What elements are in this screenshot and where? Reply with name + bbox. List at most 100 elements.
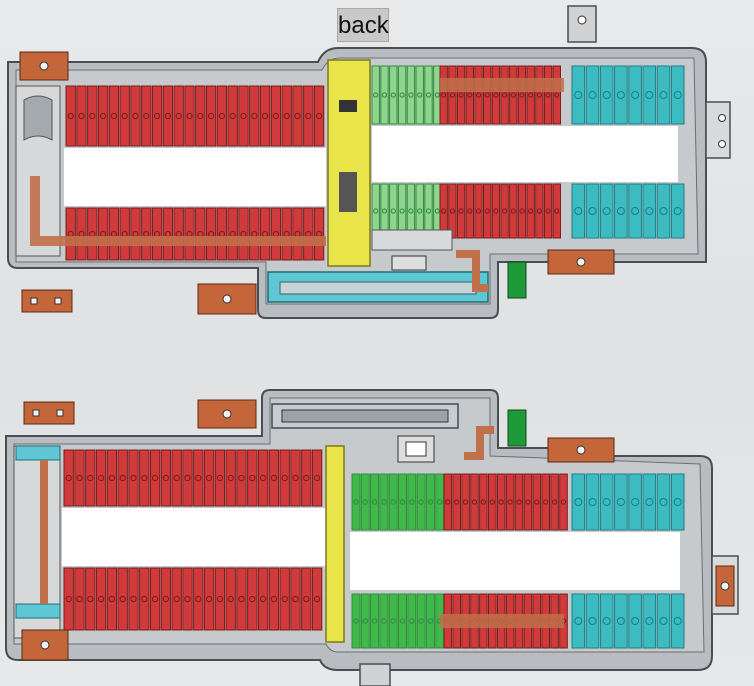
cell-terminal [78,112,85,120]
cell [407,473,417,531]
cell-terminal [294,112,301,120]
cell-terminal [313,595,321,603]
cell-terminal [162,595,170,603]
cell-terminal [141,595,148,603]
upper-right-gap [372,126,678,182]
cell-terminal [164,112,172,120]
cell [203,567,215,631]
cell-terminal [99,112,107,120]
cell [424,65,433,125]
lower-cyan-module [571,473,685,649]
cell [87,85,98,147]
cell-terminal [162,474,170,482]
cell [106,449,118,507]
cell [130,85,141,147]
cell [97,85,109,147]
cell-terminal [173,474,180,482]
cell [456,65,466,125]
cell [509,183,518,239]
cell-terminal [673,206,682,216]
cell-terminal [408,92,414,98]
cell [117,567,128,631]
cell [642,593,657,649]
cell-terminal [97,595,105,603]
upper-busbar [440,78,564,92]
cell-terminal [249,595,256,603]
cell-terminal [270,474,278,482]
cell-terminal [272,112,280,120]
upper-cyan-module [571,65,685,239]
cell [216,85,228,147]
cell-terminal [425,92,432,98]
cell [301,449,312,507]
cell-terminal [399,499,406,505]
upper-bottom-left-bracket [21,289,73,313]
bolt-hole [39,61,49,71]
cell [139,449,150,507]
cell [85,449,96,507]
cell-terminal [399,618,406,624]
cell-terminal [441,208,447,214]
cell [227,207,238,261]
cell [670,473,685,531]
cell-terminal [645,90,654,100]
cell [388,593,398,649]
cell [268,449,280,507]
cell [380,65,389,125]
cell-terminal [353,499,359,505]
cell [182,567,193,631]
bolt-hole [56,409,64,417]
cell [379,473,389,531]
cell-terminal [418,499,424,505]
cell-terminal [659,90,668,100]
cell-terminal [261,112,269,120]
cell-terminal [574,206,583,216]
cell [370,473,380,531]
cell [259,207,271,261]
cell-terminal [427,499,434,505]
cell-terminal [227,474,234,482]
cell [193,449,204,507]
cell [642,65,657,125]
cell [119,207,130,261]
cell-terminal [390,92,396,98]
cell [370,593,380,649]
cell [63,449,74,507]
cell-terminal [536,208,542,214]
cell-terminal [554,92,560,98]
upper-fuse-box [371,229,453,251]
cell-terminal [173,595,180,603]
cell [642,473,657,531]
cell [448,65,457,125]
cell [526,183,535,239]
cell [398,593,407,649]
lower-bottom-tab [359,663,391,686]
cell [184,207,195,261]
cell [128,567,139,631]
cell [173,85,184,147]
cell [351,593,361,649]
cell [599,65,614,125]
cell-terminal [87,474,94,482]
cell-terminal [281,474,288,482]
cell-terminal [205,595,213,603]
cell-terminal [362,499,369,505]
bolt-hole [54,297,62,305]
cell [85,567,96,631]
cell-terminal [119,474,126,482]
cell [526,65,535,125]
cell-terminal [560,499,567,505]
cell-terminal [418,618,424,624]
cell-terminal [449,92,455,98]
cell-terminal [445,499,451,505]
cell [505,473,515,531]
cell-terminal [67,112,74,120]
cell-terminal [283,112,290,120]
cell-terminal [184,595,191,603]
upper-green-connector [507,261,527,299]
cell [65,85,76,147]
cell-terminal [399,92,405,98]
cell [360,473,370,531]
cell [65,207,76,261]
cell-terminal [507,499,513,505]
